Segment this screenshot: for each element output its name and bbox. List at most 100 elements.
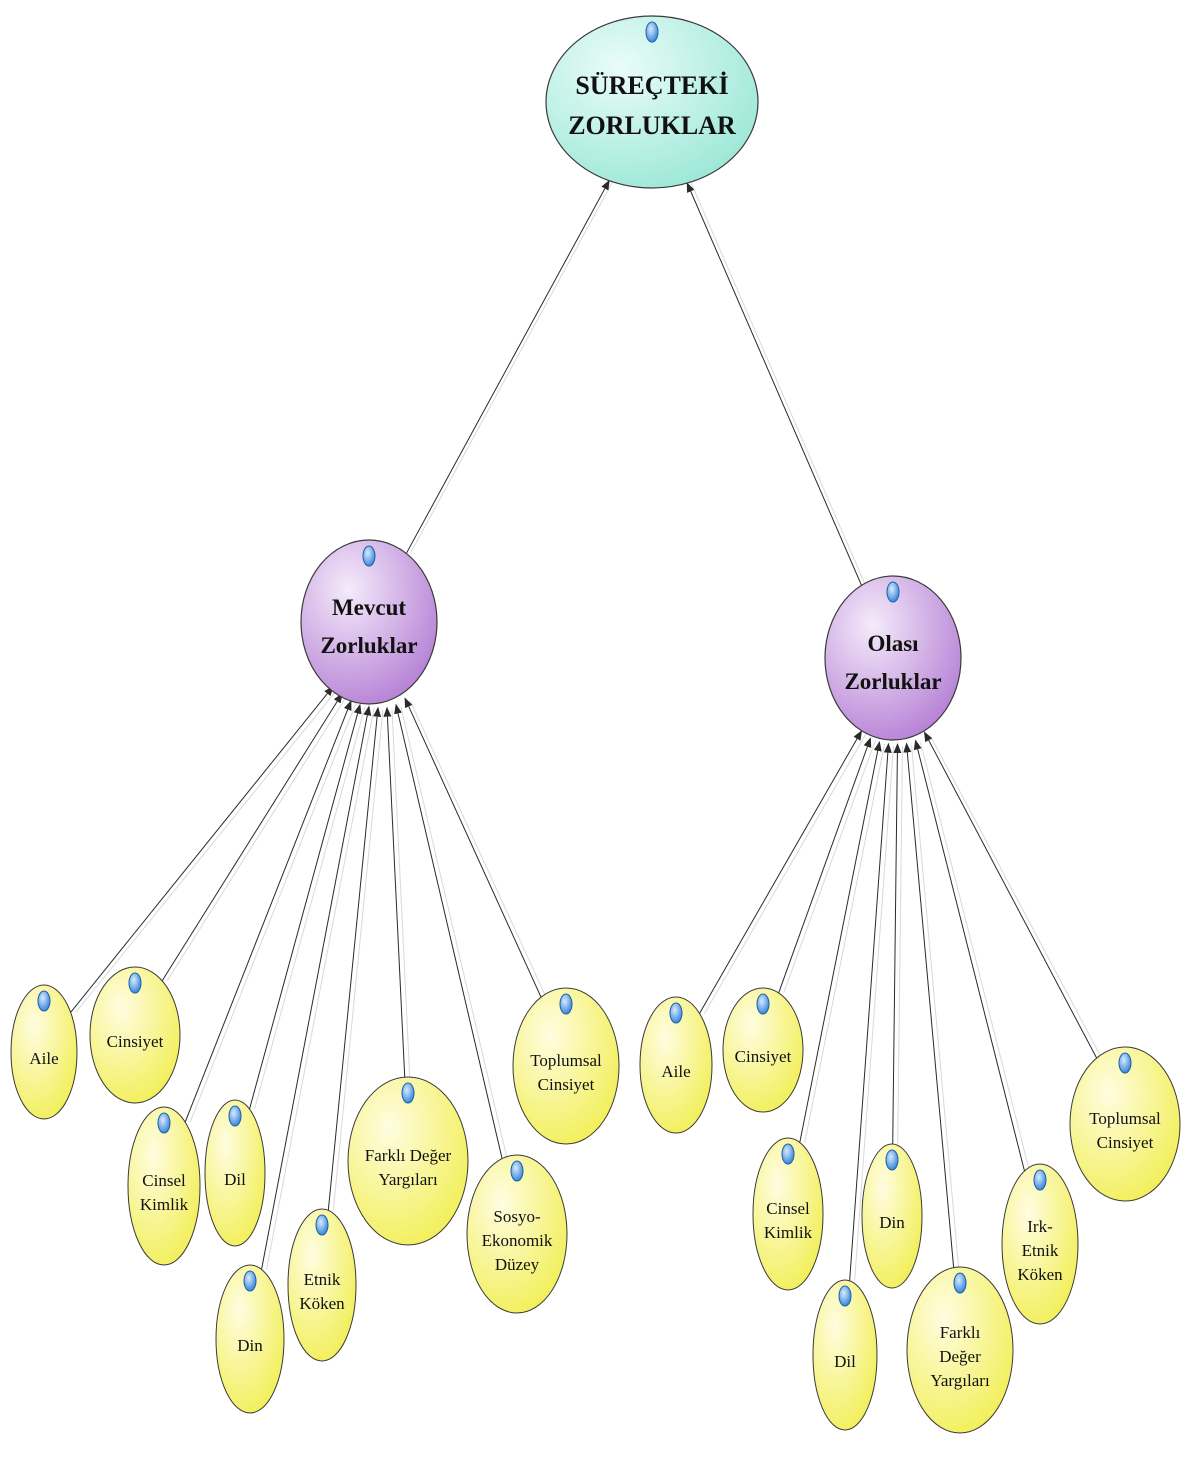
leaf-node-shape	[906, 1266, 1014, 1434]
edge-leaf-to-group	[924, 731, 1098, 1059]
leaf-node[interactable]: Aile	[10, 984, 78, 1120]
edge-shadow	[391, 709, 411, 1078]
leaf-node-label-line: Köken	[299, 1294, 345, 1313]
leaf-node-shape	[1001, 1163, 1079, 1325]
edge-shadow	[804, 743, 885, 1143]
group-node-mevcut-shape	[300, 539, 438, 705]
code-icon	[510, 1160, 524, 1182]
leaf-node-label-line: Aile	[29, 1049, 58, 1068]
edge-leaf-to-group	[892, 742, 902, 1145]
leaf-node[interactable]: Dil	[204, 1099, 266, 1247]
edge-olasi-to-root	[686, 182, 862, 586]
code-icon	[669, 1002, 683, 1024]
code-icon	[37, 990, 51, 1012]
edge-leaf-to-group	[778, 737, 872, 994]
code-icon	[645, 21, 659, 43]
leaf-node-label-line: Köken	[1017, 1265, 1063, 1284]
code-icon	[362, 545, 376, 567]
code-icon	[559, 993, 573, 1015]
leaf-node-label-line: Toplumsal	[1089, 1109, 1161, 1128]
leaf-node[interactable]: Aile	[639, 996, 713, 1134]
edge-leaf-to-group	[70, 685, 334, 1013]
edge-mevcut-to-root-shadow	[409, 180, 614, 554]
edge-leaf-to-group	[849, 742, 892, 1281]
leaf-node-label-line: Cinsiyet	[735, 1047, 792, 1066]
leaf-node-shape	[812, 1279, 878, 1431]
leaf-node-shape	[466, 1154, 568, 1314]
edge-shadow	[266, 708, 375, 1270]
edge-shadow	[166, 695, 348, 982]
code-icon	[1033, 1169, 1047, 1191]
leaf-node-shape	[722, 987, 804, 1113]
code-icon	[243, 1270, 257, 1292]
leaf-node-label-line: Farklı Değer	[365, 1146, 452, 1165]
code-icon	[157, 1112, 171, 1134]
leaf-node-label-line: Irk-	[1027, 1217, 1053, 1236]
leaf-node-shape	[639, 996, 713, 1134]
edge-leaf-to-group	[799, 740, 882, 1143]
leaf-node-label-line: Düzey	[495, 1255, 540, 1274]
edge-leaf-to-group	[913, 739, 1025, 1172]
leaf-node-label-line: Cinsiyet	[1097, 1133, 1154, 1152]
edge-shadow	[911, 745, 960, 1268]
leaf-node[interactable]: Din	[861, 1143, 923, 1289]
group-node-olasi-label-line: Olası	[867, 631, 919, 656]
edge-shadow	[189, 702, 357, 1123]
leaf-node-shape	[10, 984, 78, 1120]
leaf-node-shape	[127, 1106, 201, 1266]
edge-leaf-to-group	[261, 705, 372, 1270]
edge-leaf-to-group	[394, 703, 503, 1159]
leaf-node[interactable]: Din	[215, 1264, 285, 1414]
leaf-node-shape	[287, 1208, 357, 1362]
code-icon	[886, 581, 900, 603]
edge-shadow	[920, 742, 1030, 1172]
leaf-node-label-line: Aile	[661, 1062, 690, 1081]
code-icon	[401, 1082, 415, 1104]
code-icon	[781, 1143, 795, 1165]
root-node-shape	[545, 15, 759, 189]
edges	[70, 179, 1103, 1281]
leaf-node-label-line: Kimlik	[140, 1195, 189, 1214]
leaf-node-shape	[861, 1143, 923, 1289]
leaf-node-shape	[752, 1137, 824, 1291]
code-icon	[756, 993, 770, 1015]
leaf-node-label-line: Din	[237, 1336, 263, 1355]
edge-shadow	[254, 706, 366, 1110]
leaf-node-label-line: Dil	[834, 1352, 856, 1371]
leaf-node-label-line: Cinsel	[142, 1171, 186, 1190]
leaf-node-shape	[89, 966, 181, 1104]
leaf-node-label-line: Toplumsal	[530, 1051, 602, 1070]
leaf-node[interactable]: Cinsiyet	[722, 987, 804, 1113]
code-icon	[1118, 1052, 1132, 1074]
leaf-node-label-line: Farklı	[940, 1323, 981, 1342]
group-node-mevcut-label-line: Mevcut	[332, 595, 406, 620]
edge-shadow	[704, 732, 867, 1014]
leaf-node-shape	[204, 1099, 266, 1247]
leaf-node-label-line: Yargıları	[930, 1371, 990, 1390]
leaf-node-label-line: Etnik	[304, 1270, 341, 1289]
nodes: SÜREÇTEKİZORLUKLARMevcutZorluklarAileCin…	[10, 15, 1181, 1434]
group-node-olasi-label-line: Zorluklar	[844, 669, 941, 694]
leaf-node-label-line: Ekonomik	[482, 1231, 553, 1250]
edge-leaf-to-group	[404, 697, 542, 998]
edge-leaf-to-group	[184, 700, 352, 1123]
leaf-node-label-line: Etnik	[1022, 1241, 1059, 1260]
edge-leaf-to-group	[699, 730, 862, 1014]
edge-shadow	[897, 745, 903, 1145]
root-node-label-line: ZORLUKLAR	[568, 111, 736, 140]
leaf-node[interactable]: Cinsiyet	[89, 966, 181, 1104]
code-icon	[953, 1272, 967, 1294]
leaf-node[interactable]: Dil	[812, 1279, 878, 1431]
